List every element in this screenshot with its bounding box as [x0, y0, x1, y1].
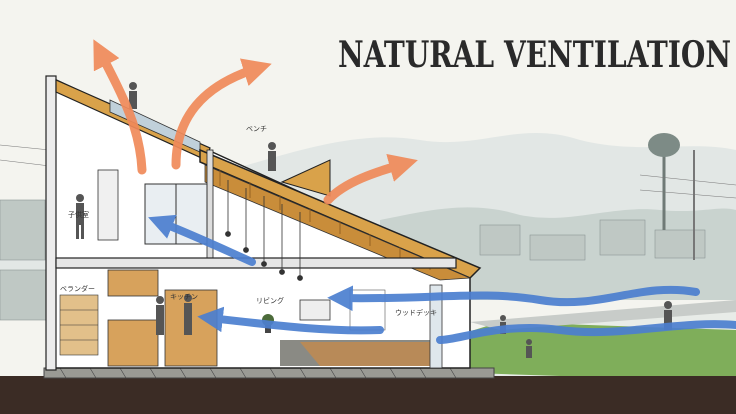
diagram-title: NATURAL VENTILATION: [338, 34, 731, 76]
label-kitchen: キッチン: [170, 293, 198, 301]
left-wall: [45, 75, 57, 371]
label-child-room: 子供室: [68, 211, 89, 219]
label-bench: ベンチ: [246, 125, 267, 133]
power-wires: [0, 144, 736, 199]
lawn: [442, 322, 736, 376]
living-rug: [300, 342, 440, 366]
label-veranda: ベランダー: [60, 285, 95, 293]
glass-door: [429, 284, 443, 369]
ground-soil: [0, 376, 736, 414]
label-terrace: ウッドデッキ: [395, 309, 437, 317]
person-figure-icons: [76, 82, 672, 358]
palm-tree: [648, 133, 680, 230]
foundation-hatch: [59, 367, 457, 379]
background-houses: [0, 199, 706, 321]
child-room-door: [97, 169, 119, 241]
foundation-slab: [43, 367, 495, 379]
pendant-lamp-icons: [225, 180, 303, 281]
roof-dormer: [280, 159, 331, 197]
kitchen-counter: [107, 319, 159, 367]
upper-cabinets: [107, 269, 159, 297]
label-living: リビング: [256, 297, 284, 305]
roof-rafters: [204, 164, 471, 281]
warm-air-arrow-icons: [93, 39, 418, 205]
cool-air-arrow-icons: [148, 214, 736, 344]
mezzanine-floor: [55, 257, 457, 269]
tv-screen: [299, 299, 331, 321]
shelf-lines: [60, 309, 98, 341]
